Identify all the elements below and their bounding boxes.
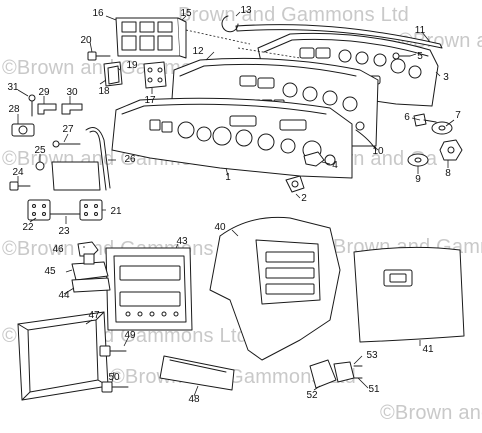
- base-plate: [71, 277, 111, 293]
- callout-22: 22: [22, 222, 34, 233]
- nut: [303, 151, 325, 167]
- grommet: [11, 123, 35, 137]
- knob: [285, 175, 305, 193]
- switch-blank: [143, 61, 167, 89]
- glovebox-lid: [353, 246, 465, 343]
- callout-49: 49: [124, 330, 136, 341]
- callout-21: 21: [110, 206, 122, 217]
- callout-5: 5: [417, 51, 423, 62]
- hinge: [79, 199, 103, 221]
- bracket: [61, 103, 83, 115]
- callout-52: 52: [306, 390, 318, 401]
- callout-3: 3: [443, 72, 449, 83]
- screw: [9, 181, 31, 191]
- harness: [355, 129, 377, 151]
- callout-31: 31: [7, 82, 19, 93]
- callout-41: 41: [422, 344, 434, 355]
- screw: [392, 52, 411, 60]
- switch-housing: [309, 359, 337, 389]
- callout-13: 13: [240, 5, 252, 16]
- hinge: [27, 199, 51, 221]
- callout-46: 46: [52, 244, 64, 255]
- callout-19: 19: [126, 60, 138, 71]
- nut: [77, 241, 99, 257]
- callout-6: 6: [404, 112, 410, 123]
- callout-9: 9: [415, 174, 421, 185]
- callout-48: 48: [188, 394, 200, 405]
- bracket: [37, 103, 57, 115]
- pin: [52, 140, 81, 148]
- clip-ring: [221, 15, 239, 33]
- callout-12: 12: [192, 46, 204, 57]
- callout-47: 47: [88, 310, 100, 321]
- callout-51: 51: [368, 384, 380, 395]
- callout-4: 4: [332, 160, 338, 171]
- callout-53: 53: [366, 350, 378, 361]
- top-trim-strip: [235, 24, 443, 49]
- switch: [333, 361, 363, 383]
- callout-7: 7: [455, 110, 461, 121]
- callout-11: 11: [414, 25, 426, 36]
- callout-20: 20: [80, 35, 92, 46]
- callout-18: 18: [98, 86, 110, 97]
- loop-strap: [85, 127, 111, 191]
- mounting-frame: [17, 311, 109, 401]
- bolt: [99, 345, 127, 357]
- callout-10: 10: [372, 146, 384, 157]
- switch-panel-upper: [115, 17, 187, 59]
- callout-44: 44: [58, 290, 70, 301]
- callout-8: 8: [445, 168, 451, 179]
- stud-assembly: [71, 253, 109, 281]
- tray: [159, 355, 235, 391]
- callout-26: 26: [124, 154, 136, 165]
- nut: [439, 139, 463, 161]
- callout-16: 16: [92, 8, 104, 19]
- callout-23: 23: [58, 226, 70, 237]
- callout-40: 40: [214, 222, 226, 233]
- trim-card: [51, 161, 101, 191]
- callout-30: 30: [66, 87, 78, 98]
- watermark: Brown and Gammons Ltd: [178, 4, 409, 26]
- callout-43: 43: [176, 236, 188, 247]
- callout-27: 27: [62, 124, 74, 135]
- callout-15: 15: [180, 8, 192, 19]
- bolt: [101, 381, 129, 393]
- bolt: [413, 113, 437, 127]
- bolt: [28, 94, 36, 117]
- callout-24: 24: [12, 167, 24, 178]
- centre-console: [209, 216, 341, 361]
- callout-25: 25: [34, 145, 46, 156]
- callout-29: 29: [38, 87, 50, 98]
- callout-2: 2: [301, 193, 307, 204]
- callout-28: 28: [8, 104, 20, 115]
- switch-blank: [103, 61, 123, 87]
- watermark: ©Brown and Ga: [380, 402, 482, 424]
- screw: [87, 51, 111, 61]
- leader-lines: [17, 11, 455, 397]
- callout-50: 50: [108, 372, 120, 383]
- callout-45: 45: [44, 266, 56, 277]
- small-clip: [35, 161, 45, 171]
- front-fascia: [111, 97, 353, 179]
- callout-1: 1: [225, 172, 231, 183]
- callout-17: 17: [144, 95, 156, 106]
- washer: [407, 153, 429, 167]
- radio-bezel: [105, 247, 193, 331]
